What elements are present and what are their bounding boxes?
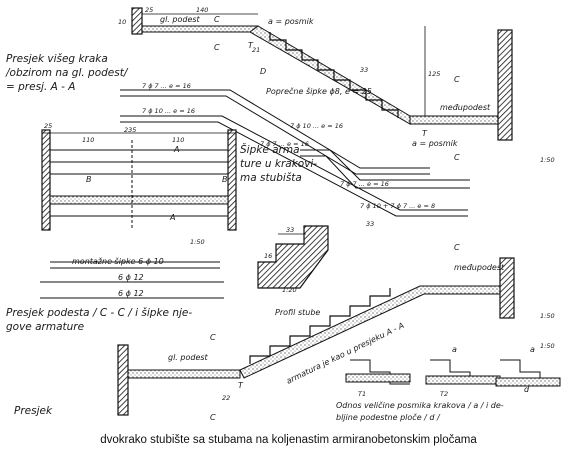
section-c-7: C — [210, 413, 216, 422]
detail-slab-2 — [425, 375, 501, 385]
dim-33a: 33 — [360, 66, 368, 74]
label-sipke-2: ture u krakovi- — [240, 158, 317, 170]
lower-landing — [127, 369, 241, 379]
scale-plan: 1:50 — [190, 238, 205, 246]
tag-a-2: a — [530, 345, 535, 354]
technical-drawing: Presjek višeg kraka /obzirom na gl. pode… — [5, 6, 561, 422]
dim-16: 16 — [264, 252, 272, 260]
label-montazne: montažne šipke 6 ϕ 10 — [72, 256, 164, 266]
scale-detail: 1:50 — [540, 342, 555, 350]
scale-upper: 1:50 — [540, 156, 555, 164]
label-sipke-1: Šipke arma- — [240, 143, 304, 156]
title-presjek: Presjek — [14, 405, 53, 417]
lower-wall-right — [499, 257, 515, 319]
upper-flight-section — [120, 7, 513, 217]
figure-caption: dvokrako stubište sa stubama na koljenas… — [100, 434, 477, 446]
lower-steps — [249, 288, 391, 364]
section-b-left: B — [86, 175, 92, 184]
title-upper-3: = presj. A - A — [6, 81, 75, 93]
lower-section — [117, 257, 515, 416]
rebar-c — [120, 115, 468, 211]
detail-slab-3 — [495, 377, 561, 387]
section-b-right: B — [222, 175, 228, 184]
profile-hatch — [257, 225, 329, 289]
section-c-1: C — [214, 15, 220, 24]
detail-slab-1 — [345, 373, 411, 383]
dim-21: 21 — [252, 46, 260, 54]
step-profile — [257, 225, 329, 289]
label-posmik-top: a = posmik — [268, 17, 314, 26]
rebar-f — [300, 155, 470, 189]
label-poprecne: Poprečne šipke ϕ8, e = 25 — [266, 86, 372, 96]
title-upper-2: /obzirom na gl. podest/ — [5, 67, 129, 79]
plan-wall-left — [41, 129, 51, 231]
upper-mid-landing — [409, 115, 499, 125]
tag-t-mid: T — [422, 129, 428, 138]
label-gl-podest-bottom: gl. podest — [168, 353, 209, 362]
section-a-top: A — [173, 145, 179, 154]
upper-wall-left — [131, 7, 143, 35]
title-upper-1: Presjek višeg kraka — [6, 53, 108, 65]
dim-235: 235 — [124, 126, 136, 134]
label-profil: Profil stube — [275, 308, 320, 317]
label-medupodest-mid: međupodest — [454, 263, 505, 272]
dim-10: 10 — [118, 18, 126, 26]
label-g12b: 6 ϕ 12 — [118, 289, 144, 298]
upper-wall-right — [497, 29, 513, 141]
title-landing-1: Presjek podesta / C - C / i šipke nje- — [6, 307, 192, 319]
section-c-2: C — [214, 43, 220, 52]
tag-t-upper: T — [248, 41, 254, 50]
dim-33b: 33 — [286, 226, 294, 234]
label-gl-podest-top: gl. podest — [160, 15, 201, 24]
label-medupodest-top: međupodest — [440, 103, 491, 112]
label-bar-1: 7 ϕ 7 ... e = 16 — [142, 82, 191, 90]
dim-125: 125 — [428, 70, 440, 78]
label-bar-4: 7 ϕ 7 ... e = 16 — [260, 140, 309, 148]
section-c-6: C — [210, 333, 216, 342]
dim-110b: 110 — [172, 136, 184, 144]
section-c-5: C — [454, 243, 460, 252]
label-bar-2: 7 ϕ 10 ... e = 16 — [142, 107, 195, 115]
upper-steps — [269, 32, 399, 118]
section-c-3: C — [454, 75, 460, 84]
upper-landing-slab — [141, 25, 259, 33]
dim-33c: 33 — [366, 220, 374, 228]
rebar-b — [120, 95, 430, 175]
tag-t1: T1 — [358, 390, 366, 398]
label-g12a: 6 ϕ 12 — [118, 273, 144, 282]
label-sipke-3: ma stubišta — [240, 172, 302, 184]
rebar-d — [120, 121, 468, 217]
section-a-bottom: A — [169, 213, 175, 222]
upper-sloped-slab — [249, 25, 411, 125]
label-bar-6: 7 ϕ 10 + 7 ϕ 7 ... e = 8 — [360, 202, 435, 210]
scale-profile: 1:20 — [282, 286, 297, 294]
rebar-a — [120, 89, 430, 169]
tag-a-1: a — [452, 345, 457, 354]
dim-25: 25 — [145, 6, 153, 14]
label-odnos-1: Odnos veličine posmika krakova / a / i d… — [336, 400, 504, 410]
label-bar-5: 7 ϕ 7 ... e = 16 — [340, 180, 389, 188]
tag-d: D — [260, 67, 266, 76]
tag-t-lower: T — [238, 381, 244, 390]
title-landing-2: gove armature — [6, 321, 84, 333]
plan-wall-right — [227, 129, 237, 231]
label-bar-3: 7 ϕ 10 ... e = 16 — [290, 122, 343, 130]
dim-140: 140 — [196, 6, 208, 14]
section-c-4: C — [454, 153, 460, 162]
rebar-e — [300, 149, 470, 181]
tag-t2: T2 — [440, 390, 448, 398]
lower-wall-left — [117, 344, 129, 416]
tag-d-detail: d — [524, 385, 530, 394]
label-odnos-2: bljine podestne ploče / d / — [336, 412, 441, 422]
dim-25b: 25 — [44, 122, 52, 130]
scale-lower: 1:50 — [540, 312, 555, 320]
plan-slab — [49, 195, 229, 205]
montazne-bar — [50, 261, 220, 269]
detail-steps-1 — [350, 359, 410, 385]
dim-22: 22 — [222, 394, 230, 402]
landing-plan-section — [40, 129, 237, 299]
detail-a-d — [345, 359, 561, 387]
label-posmik-mid: a = posmik — [412, 139, 458, 148]
dim-110a: 110 — [82, 136, 94, 144]
